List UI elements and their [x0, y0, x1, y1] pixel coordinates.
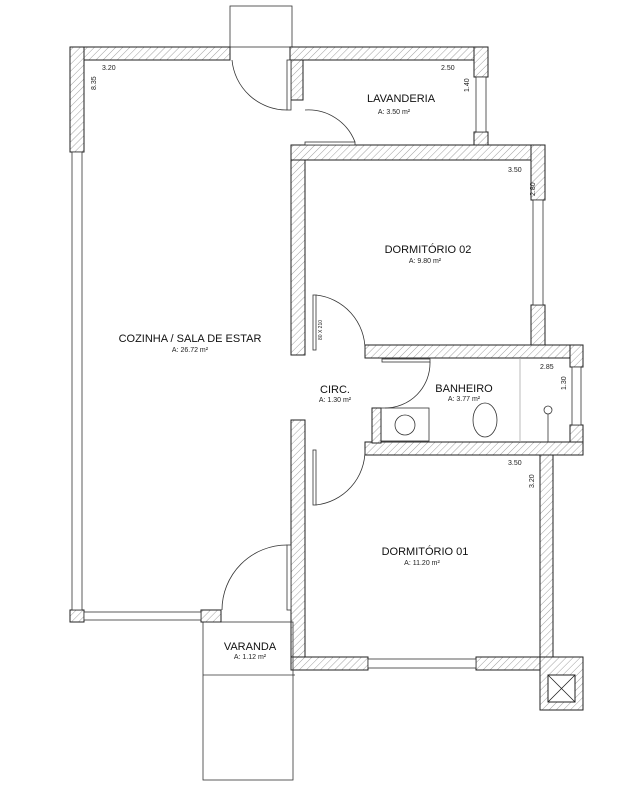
- sink-icon: [394, 414, 416, 436]
- room-area-lavanderia: A: 3.50 m²: [378, 109, 411, 116]
- walls: [69, 46, 584, 711]
- windows: [71, 76, 582, 669]
- shower-icon: [543, 405, 553, 415]
- dim-lavanderia-w: 2.50: [441, 65, 455, 72]
- dim-cozinha-h: 8.35: [91, 76, 98, 90]
- room-label-lavanderia: LAVANDERIA: [367, 93, 436, 105]
- room-area-banheiro: A: 3.77 m²: [448, 396, 481, 403]
- dim-banheiro-w: 2.85: [540, 364, 554, 371]
- room-area-dormitorio-02: A: 9.80 m²: [409, 258, 442, 265]
- dim-dorm02-w: 3.50: [508, 167, 522, 174]
- dim-cozinha-w: 3.20: [102, 65, 116, 72]
- toilet-icon: [472, 402, 498, 438]
- entrance-step: [229, 5, 293, 48]
- room-label-circ: CIRC.: [320, 384, 350, 396]
- doors: [221, 59, 431, 611]
- room-label-dormitorio-02: DORMITÓRIO 02: [385, 243, 472, 256]
- dim-dorm01-h: 3.20: [529, 474, 536, 488]
- room-label-banheiro: BANHEIRO: [435, 383, 493, 395]
- room-area-dormitorio-01: A: 11.20 m²: [404, 560, 440, 567]
- dim-banheiro-h: 1.30: [561, 376, 568, 390]
- room-label-varanda: VARANDA: [224, 641, 277, 653]
- door-spec: 80 X 210: [318, 320, 324, 340]
- room-label-cozinha: COZINHA / SALA DE ESTAR: [119, 333, 262, 345]
- bathroom-fixtures: [380, 358, 553, 442]
- dim-dorm02-h: 2.80: [530, 182, 537, 196]
- room-area-circ: A: 1.30 m²: [319, 397, 352, 404]
- varanda-floor: [202, 621, 294, 781]
- dim-lavanderia-h: 1.40: [464, 78, 471, 92]
- room-label-dormitorio-01: DORMITÓRIO 01: [382, 545, 469, 558]
- dim-dorm01-w: 3.50: [508, 460, 522, 467]
- room-area-cozinha: A: 26.72 m²: [172, 347, 209, 354]
- room-area-varanda: A: 1.12 m²: [234, 654, 267, 661]
